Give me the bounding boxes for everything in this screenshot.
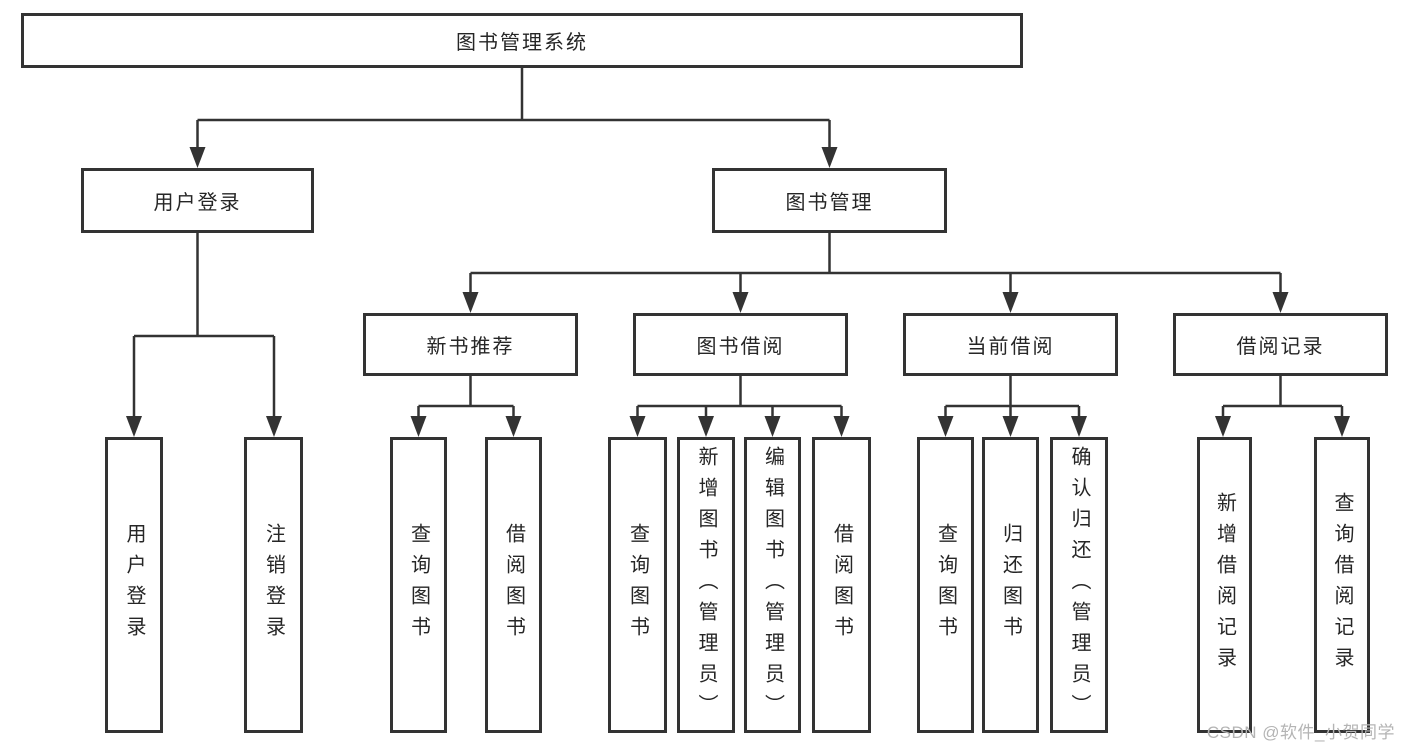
leaf-query-books-borrow: 查询图书: [608, 437, 667, 733]
leaf-query-books-recommend: 查询图书: [390, 437, 447, 733]
leaf-user-login-label: 用户登录: [123, 523, 145, 647]
node-user-login-label: 用户登录: [153, 192, 242, 214]
node-book-borrow: 图书借阅: [633, 313, 848, 376]
leaf-query-books-recommend-label: 查询图书: [407, 523, 430, 647]
leaf-query-books-current-label: 查询图书: [934, 523, 957, 647]
connector-user-login-branch: [132, 233, 276, 419]
node-library-system-label: 图书管理系统: [456, 32, 588, 54]
leaf-return-books-label: 归还图书: [999, 523, 1022, 647]
leaf-return-books: 归还图书: [982, 437, 1039, 733]
node-book-management-label: 图书管理: [785, 192, 874, 214]
leaf-add-borrow-record: 新增借阅记录: [1197, 437, 1252, 733]
node-user-login-branch: 用户登录: [81, 168, 314, 233]
leaf-add-books-admin-label: 新增图书（管理员）: [695, 445, 717, 725]
leaf-query-borrow-record-label: 查询借阅记录: [1331, 492, 1353, 678]
leaf-borrow-books-recommend: 借阅图书: [485, 437, 542, 733]
node-borrow-records-label: 借阅记录: [1236, 336, 1325, 358]
leaf-add-borrow-record-label: 新增借阅记录: [1213, 492, 1236, 678]
connector-new-books-branch: [417, 376, 515, 419]
leaf-borrow-books: 借阅图书: [812, 437, 871, 733]
node-new-book-recommend: 新书推荐: [363, 313, 578, 376]
node-library-system: 图书管理系统: [21, 13, 1023, 68]
leaf-query-books-current: 查询图书: [917, 437, 974, 733]
arrowheads: [126, 147, 1350, 437]
node-book-management: 图书管理: [712, 168, 947, 233]
leaf-query-books-borrow-label: 查询图书: [626, 523, 649, 647]
leaf-user-login: 用户登录: [105, 437, 163, 733]
node-new-book-recommend-label: 新书推荐: [426, 336, 515, 358]
leaf-borrow-books-label: 借阅图书: [830, 523, 853, 647]
leaf-confirm-return-admin-label: 确认归还（管理员）: [1068, 445, 1090, 725]
node-current-borrow: 当前借阅: [903, 313, 1118, 376]
node-borrow-records: 借阅记录: [1173, 313, 1388, 376]
leaf-query-borrow-record: 查询借阅记录: [1314, 437, 1370, 733]
connector-book-mgmt-branch: [469, 233, 1282, 295]
leaf-add-books-admin: 新增图书（管理员）: [677, 437, 735, 733]
leaf-logout-label: 注销登录: [262, 523, 285, 647]
leaf-logout: 注销登录: [244, 437, 303, 733]
connector-current-borrow-branch: [944, 376, 1081, 419]
leaf-borrow-books-recommend-label: 借阅图书: [502, 523, 525, 647]
connector-root-to-level2: [196, 68, 831, 150]
leaf-edit-books-admin: 编辑图书（管理员）: [744, 437, 801, 733]
leaf-confirm-return-admin: 确认归还（管理员）: [1050, 437, 1108, 733]
leaf-edit-books-admin-label: 编辑图书（管理员）: [761, 445, 784, 725]
node-current-borrow-label: 当前借阅: [966, 336, 1055, 358]
connector-book-borrow-branch: [636, 376, 843, 419]
node-book-borrow-label: 图书借阅: [696, 336, 785, 358]
connector-borrow-records-branch: [1221, 376, 1344, 419]
